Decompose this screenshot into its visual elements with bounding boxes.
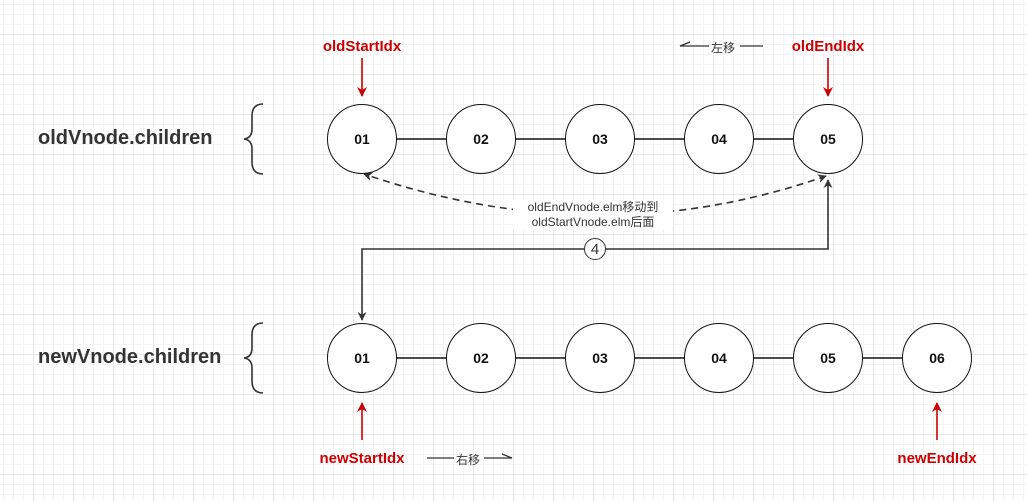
new-node-01: 01 [327, 323, 397, 393]
move-right-label: 右移 [456, 453, 481, 467]
move-left-arrow-left [679, 41, 709, 47]
old-node-05: 05 [793, 104, 863, 174]
old-node-03: 03 [565, 104, 635, 174]
step-4-badge: 4 [584, 238, 606, 260]
new-row-brace [243, 322, 264, 394]
new-node-02: 02 [446, 323, 516, 393]
move-caption-line-1: oldEndVnode.elm移动到 [527, 200, 659, 214]
move-caption-line-2: oldStartVnode.elm后面 [531, 215, 655, 229]
new-node-05: 05 [793, 323, 863, 393]
old-row-brace [243, 103, 264, 175]
new-end-idx-label: newEndIdx [897, 450, 977, 467]
move-caption: oldEndVnode.elm移动到 oldStartVnode.elm后面 [513, 200, 673, 230]
old-end-idx-label: oldEndIdx [791, 38, 865, 55]
new-node-06: 06 [902, 323, 972, 393]
new-row-label: newVnode.children [38, 346, 222, 368]
old-row-label: oldVnode.children [38, 127, 213, 149]
move-right-arrow-right [484, 453, 513, 459]
old-node-01: 01 [327, 104, 397, 174]
new-start-idx-label: newStartIdx [319, 450, 405, 467]
move-left-label: 左移 [711, 41, 736, 55]
new-node-03: 03 [565, 323, 635, 393]
new-node-04: 04 [684, 323, 754, 393]
old-start-idx-label: oldStartIdx [322, 38, 402, 55]
old-node-02: 02 [446, 104, 516, 174]
old-node-04: 04 [684, 104, 754, 174]
